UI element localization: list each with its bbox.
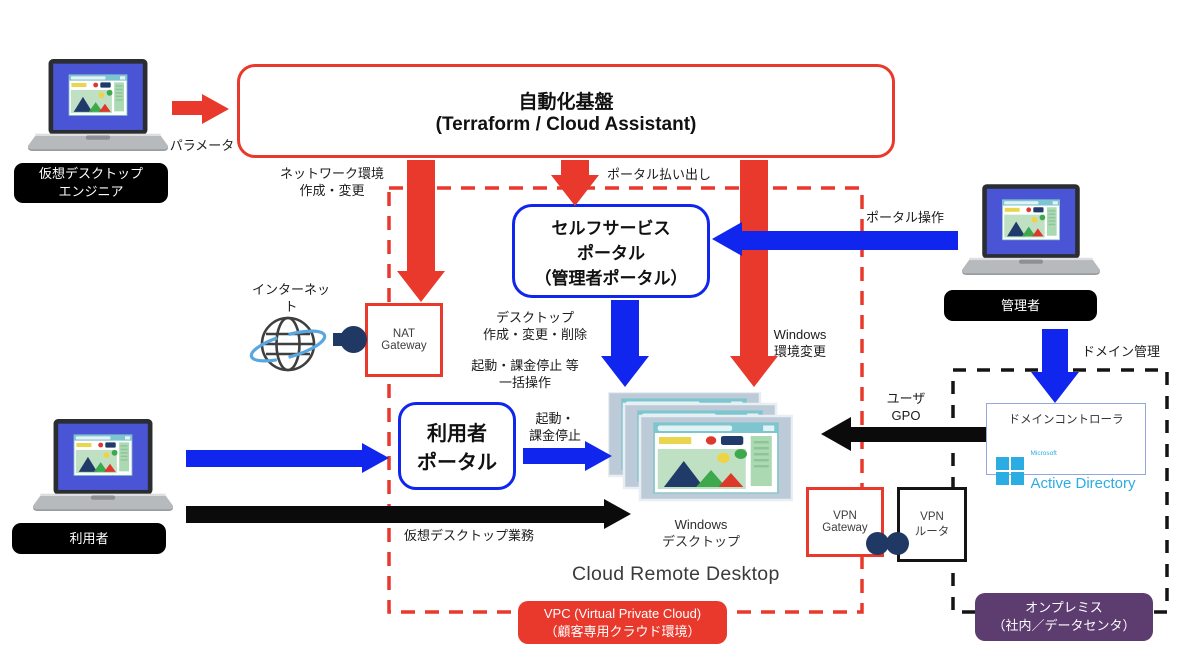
vpn-tunnel-dot-right bbox=[886, 532, 909, 555]
automation-platform-box: 自動化基盤 (Terraform / Cloud Assistant) bbox=[237, 64, 895, 158]
diagram-title: Cloud Remote Desktop bbox=[572, 563, 780, 585]
label-portal-provision: ポータル払い出し bbox=[607, 167, 712, 182]
admin-label: 管理者 bbox=[944, 290, 1097, 321]
vpn-router-box: VPN ルータ bbox=[897, 487, 967, 562]
label-windows-desktop: Windows デスクトップ bbox=[661, 517, 740, 550]
windows-desktop-stack-icon bbox=[608, 392, 793, 504]
internet-globe-icon bbox=[249, 316, 327, 372]
label-user-gpo: ユーザ GPO bbox=[886, 391, 926, 424]
label-vdi-work: 仮想デスクトップ業務 bbox=[404, 528, 535, 543]
windows-flag-icon bbox=[996, 457, 1025, 486]
label-internet: インターネット bbox=[251, 282, 330, 315]
label-desktop-ops: デスクトップ 作成・変更・削除 bbox=[482, 310, 587, 343]
label-windows-env: Windows 環境変更 bbox=[773, 327, 827, 360]
active-directory-text: Active Directory bbox=[1030, 474, 1136, 492]
nat-gateway-box: NAT Gateway bbox=[365, 303, 443, 377]
self-service-portal-box: セルフサービス ポータル （管理者ポータル） bbox=[512, 204, 710, 298]
label-domain-mgmt: ドメイン管理 bbox=[1082, 344, 1161, 359]
admin-laptop-icon bbox=[962, 184, 1100, 281]
domain-controller-box: ドメインコントローラ Microsoft Active Directory bbox=[986, 403, 1146, 491]
engineer-label: 仮想デスクトップ エンジニア bbox=[14, 163, 168, 203]
vpc-zone-label: VPC (Virtual Private Cloud) （顧客専用クラウド環境） bbox=[518, 601, 727, 644]
label-start-stop: 起動・ 課金停止 bbox=[528, 411, 581, 444]
user-label: 利用者 bbox=[12, 523, 166, 554]
onprem-zone-label: オンプレミス （社内／データセンタ） bbox=[975, 593, 1153, 641]
label-parameter: パラメータ bbox=[169, 138, 235, 153]
microsoft-brand-text: Microsoft bbox=[1030, 450, 1057, 457]
internet-nat-dot bbox=[340, 326, 367, 353]
label-portal-operation: ポータル操作 bbox=[866, 210, 945, 225]
engineer-laptop-icon bbox=[28, 58, 168, 158]
user-laptop-icon bbox=[33, 418, 173, 518]
domain-controller-title: ドメインコントローラ bbox=[1008, 414, 1124, 426]
vpn-tunnel-dot-left bbox=[866, 532, 889, 555]
active-directory-logo: Microsoft Active Directory bbox=[996, 433, 1136, 509]
label-bulk-ops: 起動・課金停止 等 一括操作 bbox=[471, 358, 579, 391]
label-network-env: ネットワーク環境 作成・変更 bbox=[279, 166, 384, 199]
user-portal-box: 利用者 ポータル bbox=[398, 402, 516, 490]
